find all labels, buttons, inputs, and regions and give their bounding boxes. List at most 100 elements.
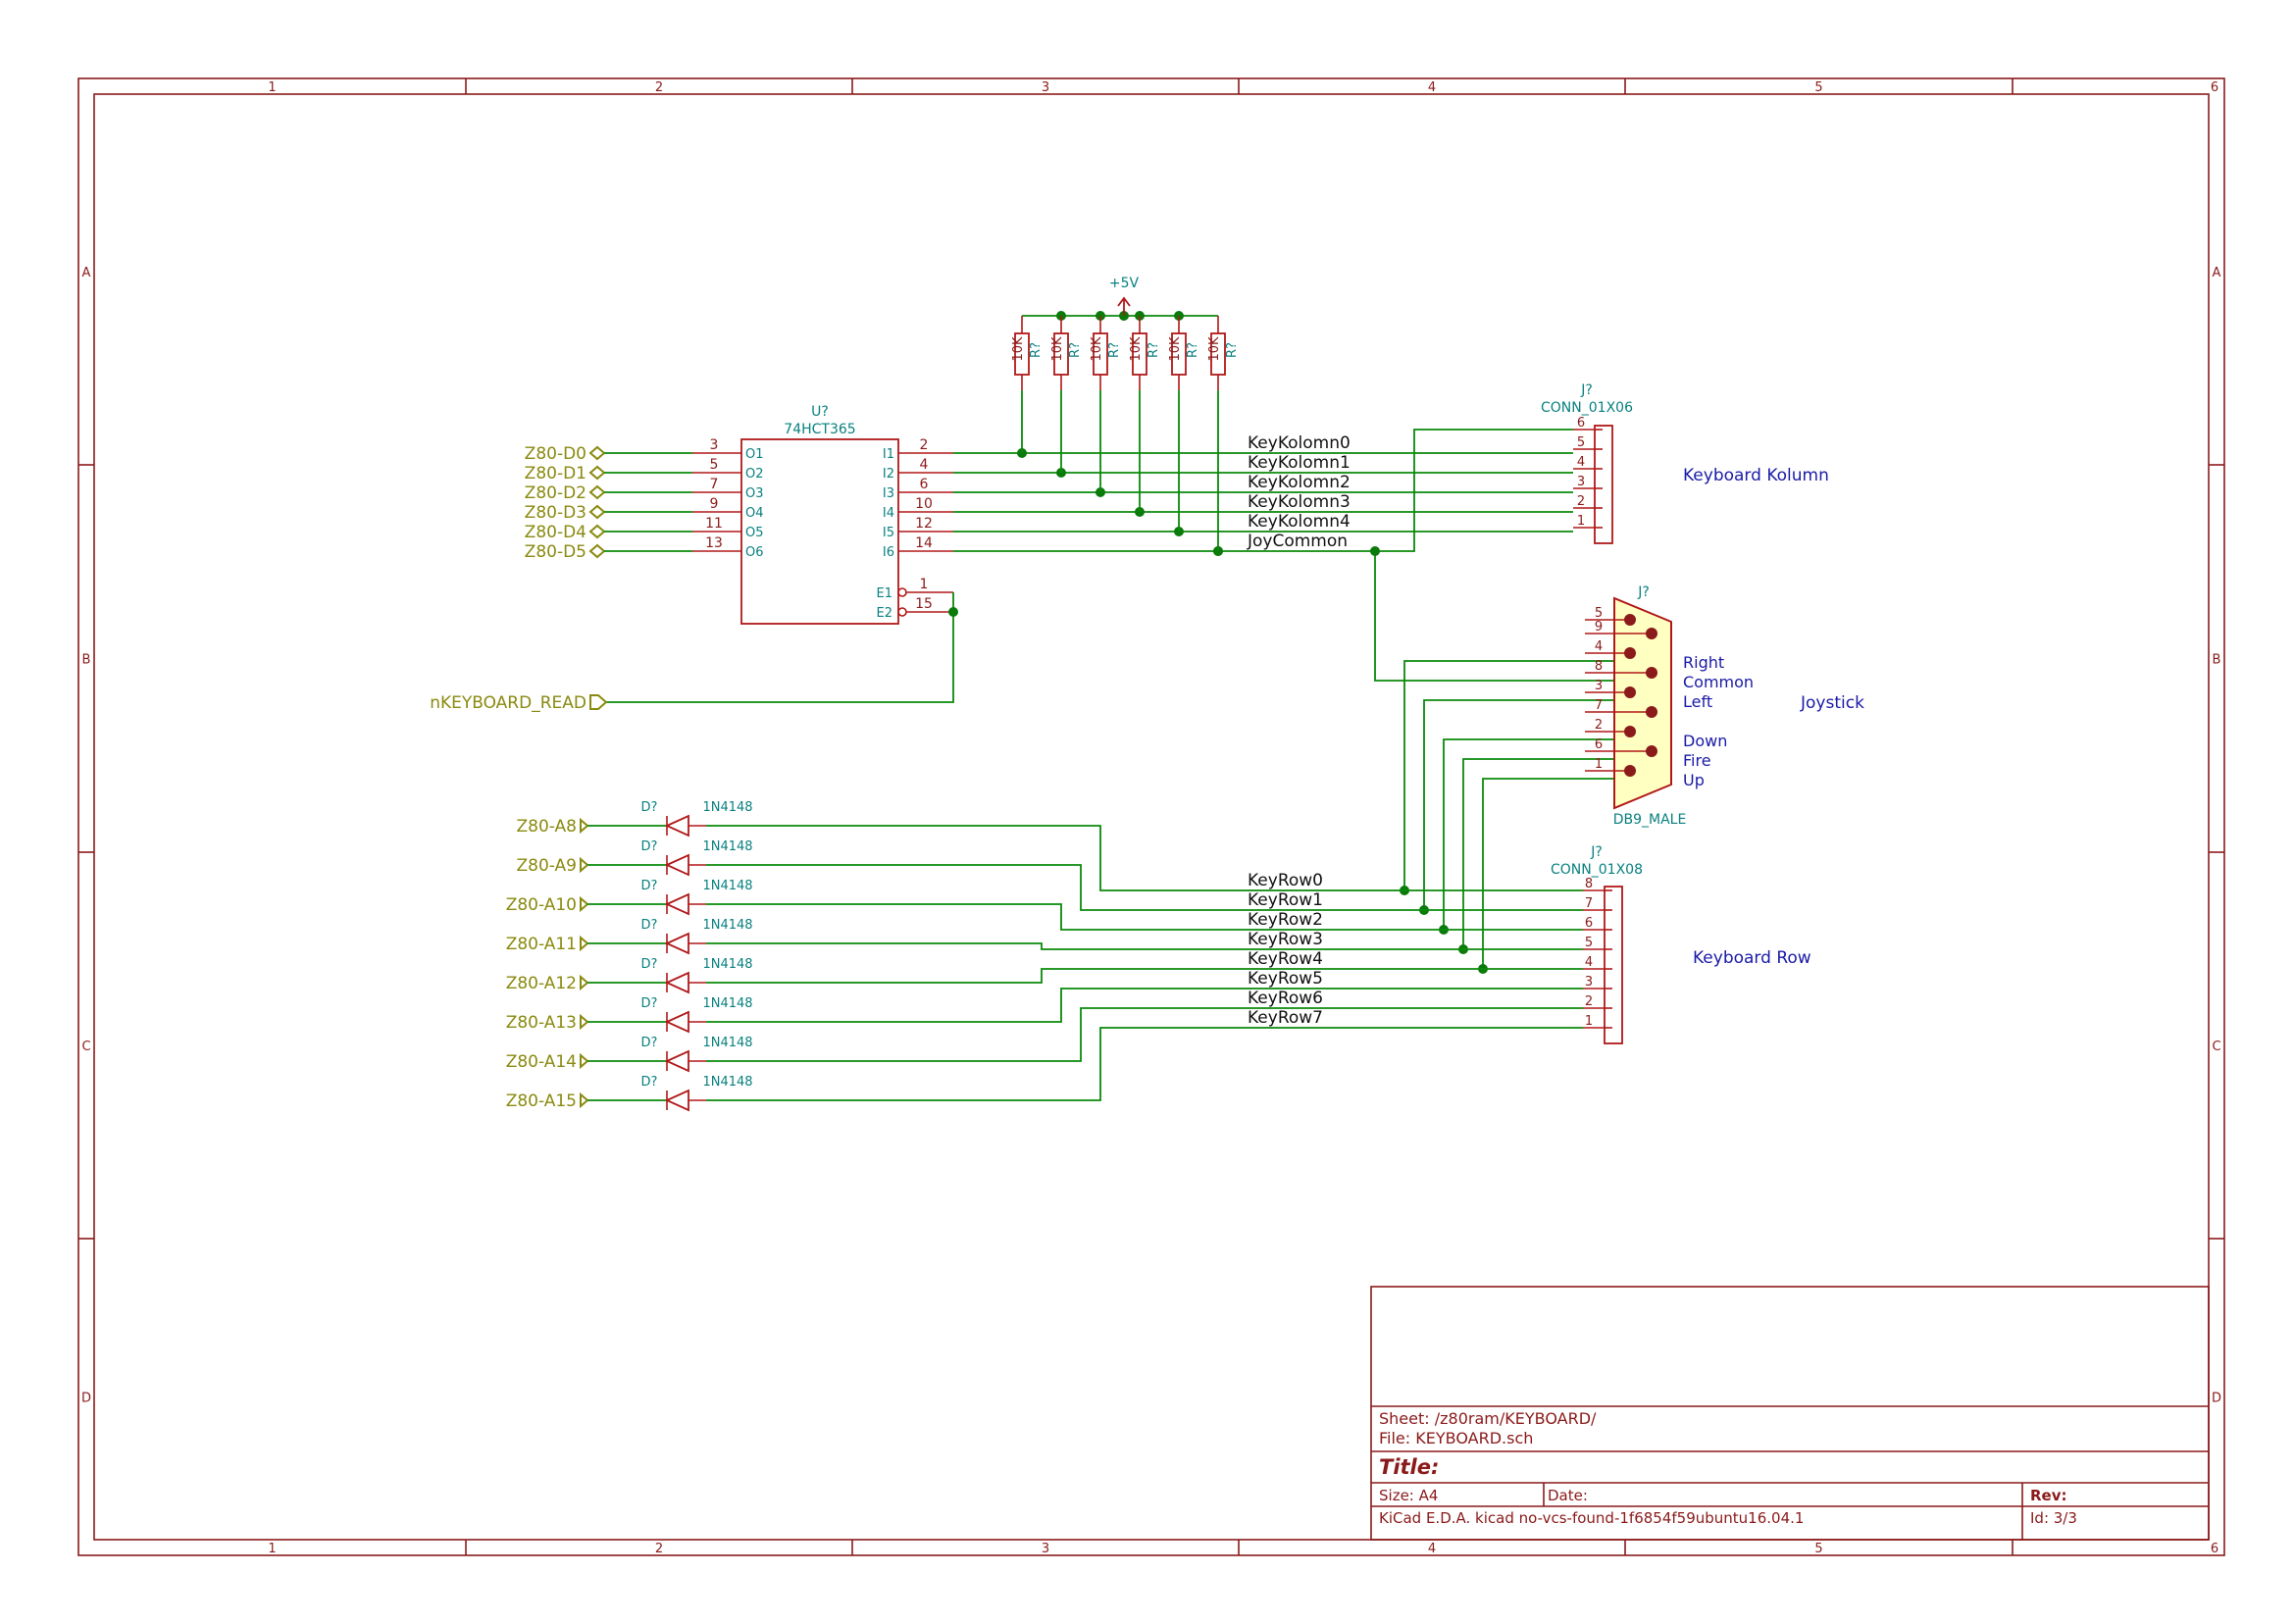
data-port[interactable]: Z80-D4 [525, 523, 692, 542]
data-port-label: Z80-D3 [525, 503, 586, 523]
row-net-wire [706, 825, 1583, 891]
data-port[interactable]: Z80-D3 [525, 503, 692, 523]
diode-ref: D? [641, 800, 658, 815]
diode-value: 1N4148 [702, 918, 752, 933]
data-port-label: Z80-D2 [525, 483, 586, 503]
tb-rev: Rev: [2030, 1487, 2067, 1504]
port-symbol [588, 445, 606, 461]
resistor-value: 10K [1207, 336, 1222, 362]
data-port[interactable]: Z80-D0 [525, 444, 692, 464]
wires [606, 315, 1614, 969]
conn-row-title: Keyboard Row [1693, 948, 1811, 968]
border-col-label: 6 [2211, 80, 2218, 95]
ic-pin-name: O2 [745, 467, 764, 482]
db9-pin-contact [1624, 647, 1636, 659]
row-net-wire [706, 942, 1583, 950]
border-row-label: A [82, 266, 91, 280]
border-frame [77, 77, 2225, 1556]
row-net-wire [706, 1007, 1583, 1062]
db9-signal-label: Fire [1683, 751, 1711, 770]
ic-pin-number: 3 [710, 437, 719, 453]
db9-pin-number: 2 [1595, 718, 1603, 733]
conn-row-pin-number: 7 [1585, 896, 1593, 911]
diode[interactable]: Z80-A8D?1N4148 [517, 800, 1583, 891]
data-port[interactable]: Z80-D5 [525, 542, 692, 562]
ic-pin-name: E1 [877, 586, 893, 601]
diode[interactable]: Z80-A9D?1N4148 [517, 839, 1583, 911]
conn-row-ref: J? [1590, 844, 1603, 860]
diode-ref: D? [641, 918, 658, 933]
diode-port-label: Z80-A8 [517, 817, 577, 837]
border-col-label: 6 [2211, 1542, 2218, 1556]
db9-pin-number: 7 [1595, 698, 1603, 713]
power-symbol-5v: +5V [1109, 276, 1140, 316]
port-symbol [580, 817, 589, 835]
db9-signal-label: Right [1683, 653, 1724, 672]
conn-row-pin-number: 5 [1585, 936, 1593, 950]
conn-col-title: Keyboard Kolumn [1683, 466, 1829, 485]
db9-pin-number: 1 [1595, 757, 1603, 772]
port-symbol [580, 895, 589, 913]
conn-col-pin-number: 2 [1577, 494, 1585, 509]
db9-pin-number: 3 [1595, 679, 1603, 693]
port-symbol [588, 465, 606, 481]
row-net-label: KeyRow2 [1248, 910, 1323, 930]
joystick-row-wire [1482, 778, 1614, 969]
diode-value: 1N4148 [702, 996, 752, 1011]
row-net-label: KeyRow5 [1248, 969, 1323, 989]
ic-pin-number: 14 [915, 535, 933, 551]
diode-ref: D? [641, 1075, 658, 1090]
resistor-value: 10K [1011, 336, 1026, 362]
ic-pin-name: O6 [745, 545, 764, 560]
row-net-wire [706, 864, 1583, 911]
tb-title: Title: [1379, 1455, 1439, 1479]
diode-value: 1N4148 [702, 1075, 752, 1090]
conn-col-ref: J? [1580, 382, 1593, 398]
db9-title: Joystick [1800, 693, 1864, 713]
data-port[interactable]: Z80-D2 [525, 483, 692, 503]
junction-dot [948, 607, 958, 617]
db9-signal-label: Left [1683, 692, 1712, 711]
tb-date: Date: [1548, 1487, 1588, 1504]
resistor-ref: R? [1186, 342, 1200, 358]
resistor-ref: R? [1029, 342, 1044, 358]
ic-pin-number: 13 [705, 535, 723, 551]
ic-pin-name: O5 [745, 526, 764, 540]
diode-ref: D? [641, 957, 658, 972]
diode-body [664, 1049, 689, 1073]
db9-signal-label: Common [1683, 673, 1754, 691]
diode-ref: D? [641, 839, 658, 854]
ic-pin-number: 15 [915, 596, 933, 612]
ic-pin-name: O1 [745, 447, 764, 462]
read-port[interactable]: nKEYBOARD_READ [430, 693, 608, 713]
db9-pin-contact [1646, 706, 1657, 718]
diode-port-label: Z80-A13 [506, 1013, 577, 1033]
ic-pin-inversion [897, 607, 907, 617]
read-port-label: nKEYBOARD_READ [430, 693, 586, 713]
junction-dot [1370, 546, 1380, 556]
resistor-ref: R? [1225, 342, 1240, 358]
resistor-ref: R? [1147, 342, 1161, 358]
data-port[interactable]: Z80-D1 [525, 464, 692, 483]
db9-signal-label: Down [1683, 732, 1727, 750]
row-net-label: KeyRow7 [1248, 1008, 1323, 1028]
ic-74hct365[interactable]: U? 74HCT365 3O15O27O39O411O513O62I14I26I… [692, 404, 953, 625]
db9-pin-contact [1646, 667, 1657, 679]
